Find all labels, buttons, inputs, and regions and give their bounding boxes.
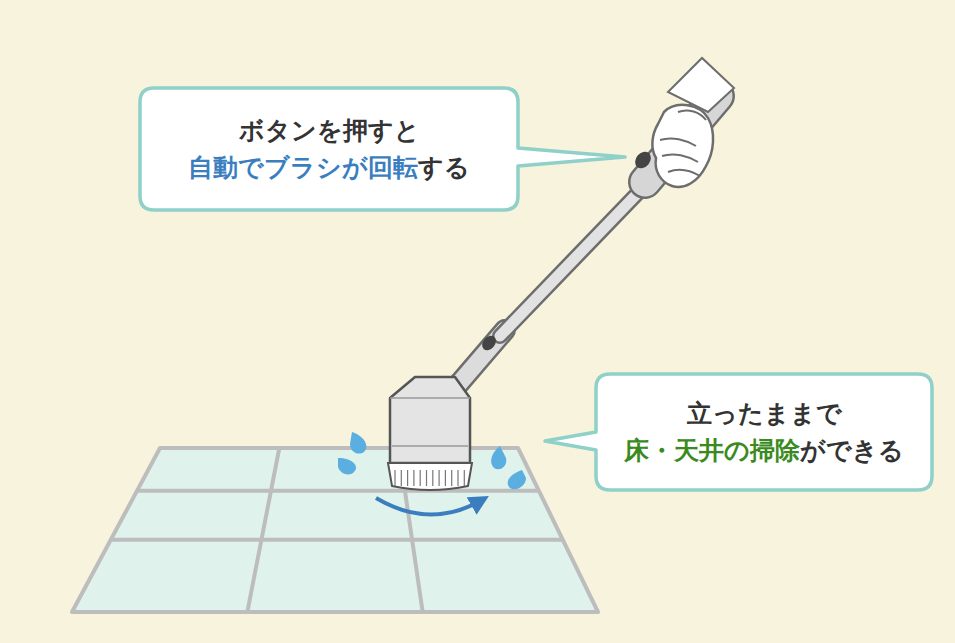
tile-floor [72,448,598,612]
drawing-part [388,463,472,490]
drawing-part [432,470,433,486]
drawing-part [390,377,470,463]
drawing-part [72,448,598,612]
drawing-part [137,489,539,493]
drawing-part [678,110,706,120]
drawing-part [338,458,356,474]
callout-text: ができる [800,436,904,465]
callout-line: 自動でブラシが回転する [188,149,470,187]
callout-box: 立ったままで床・天井の掃除ができる [596,374,932,490]
water-drops [338,432,526,489]
drawing-part [407,470,408,486]
drawing-part [508,470,526,489]
drawing-part [652,105,713,187]
drawing-part [413,470,414,486]
brush-bristles [395,470,464,486]
drawing-part [394,470,395,486]
highlight-text: 床・天井の掃除 [624,436,800,465]
drawing-part [491,446,506,469]
drawing-part [426,470,427,486]
drawing-part [457,470,458,486]
drawing-part [660,138,700,176]
callout-text: ボタンを押すと [239,116,420,145]
drawing-part [439,470,440,486]
drawing-part [247,448,279,612]
drawing-part [392,445,468,447]
callout-text: 立ったままで [687,399,842,428]
drawing-part [451,470,452,486]
drawing-part [390,397,470,399]
callout-line: ボタンを押すと [239,112,420,150]
drawing-part [420,470,421,486]
drawing-part [479,333,498,353]
drawing-part [376,498,482,515]
drawing-part [464,470,465,486]
highlight-text: 自動でブラシが回転 [188,153,418,182]
callout-box: ボタンを押すと自動でブラシが回転する [140,88,518,210]
drawing-part [445,470,446,486]
drawing-part [401,470,402,486]
drawing-part [632,149,654,172]
callout-line: 床・天井の掃除ができる [624,432,904,470]
callout-shape [140,88,625,210]
drawing-part [350,432,366,454]
callout-line: 立ったままで [687,395,842,433]
callout-text: する [418,153,470,182]
callout-shape [545,374,932,490]
drawing-part [111,538,563,542]
callout-shapes [140,88,932,490]
